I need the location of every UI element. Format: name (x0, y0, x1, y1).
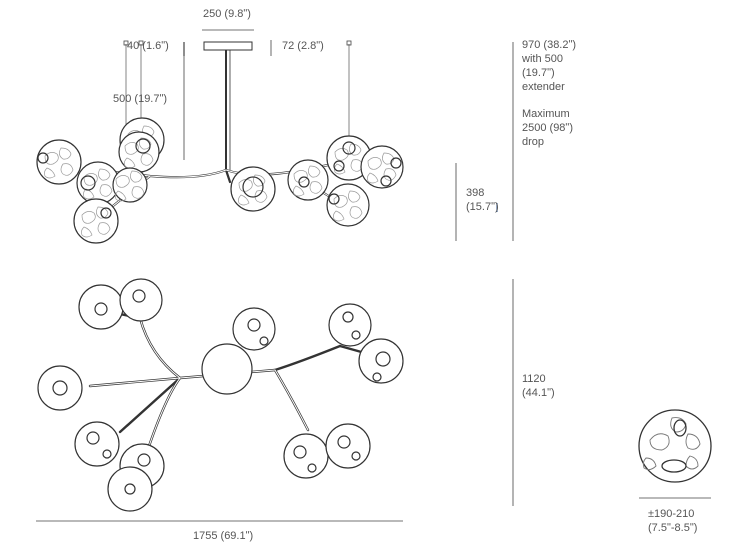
overall-height-label: 970 (38.2ʺ) with 500 (19.7ʺ) extender (522, 39, 577, 93)
globe (112, 167, 148, 203)
globe (201, 343, 253, 395)
side-globes (36, 117, 404, 244)
canopy-offset-label: 40 (1.6ʺ) (127, 40, 169, 52)
plan-globes (37, 278, 404, 512)
globe (283, 433, 329, 479)
globe (287, 159, 329, 201)
globe (360, 145, 404, 189)
side-elevation (36, 29, 514, 244)
max-drop-label: Maximum 2500 (98ʺ) drop (522, 108, 573, 148)
globe (36, 139, 82, 185)
plan-view (36, 278, 514, 522)
globe-diameter-label: ±190-210 (7.5ʺ-8.5ʺ) (648, 508, 698, 534)
globe (325, 423, 371, 469)
canopy-width-label: 250 (9.8ʺ) (203, 8, 251, 20)
width-label: 1755 (69.1ʺ) (193, 530, 254, 542)
globe (107, 466, 153, 512)
globe (358, 338, 404, 384)
depth-label: 1120 (44.1ʺ) (522, 373, 555, 399)
suspension-length-label: 500 (19.7ʺ) (113, 93, 168, 105)
globe (232, 307, 276, 351)
globe (73, 198, 119, 244)
body-height-label: 398 (15.7ʺ) (466, 187, 499, 213)
globe (119, 278, 163, 322)
globe (328, 303, 372, 347)
globe (118, 131, 160, 173)
rod-offset-label: 72 (2.8ʺ) (282, 40, 324, 52)
globe (230, 166, 276, 212)
globe-detail (638, 409, 712, 499)
ceiling-canopy (203, 41, 253, 51)
globe (78, 284, 124, 330)
globe (326, 183, 370, 227)
globe (37, 365, 83, 411)
globe (74, 421, 120, 467)
